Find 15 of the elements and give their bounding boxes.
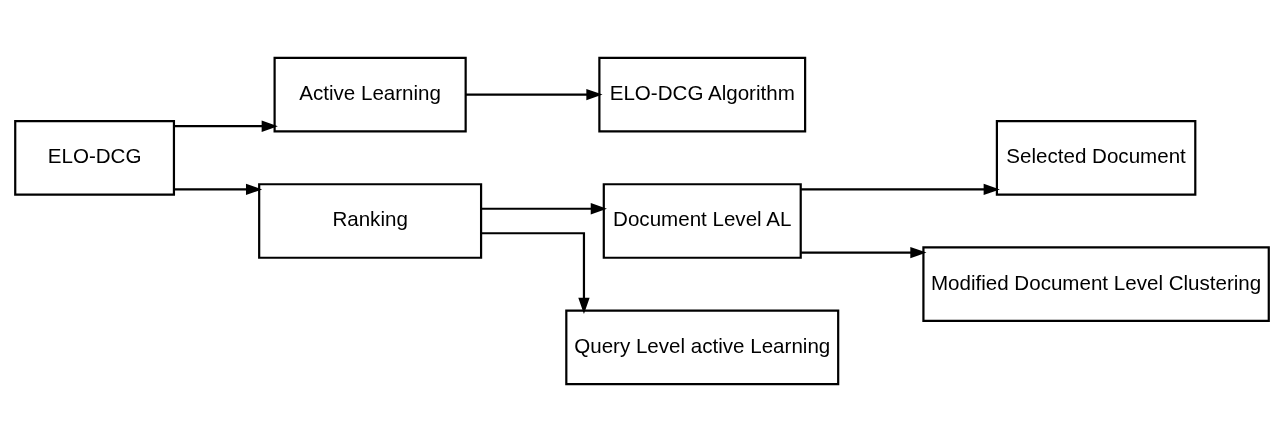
arrow	[481, 231, 590, 314]
node-box: Active Learning	[273, 56, 467, 132]
arrow	[174, 183, 263, 195]
node-box: ELO-DCG	[14, 119, 176, 196]
node-box: Document Level AL	[602, 182, 802, 259]
node-box: ELO-DCG Algorithm	[598, 56, 807, 132]
arrow	[801, 183, 1000, 195]
node-box: Query Level active Learning	[565, 309, 840, 385]
node-box: Modified Document Level Clustering	[922, 245, 1270, 322]
arrow	[465, 88, 603, 100]
arrow	[801, 246, 927, 258]
node-box: Ranking	[258, 182, 483, 259]
arrow	[481, 202, 607, 214]
arrow	[174, 120, 278, 132]
node-box: Selected Document	[995, 119, 1197, 196]
